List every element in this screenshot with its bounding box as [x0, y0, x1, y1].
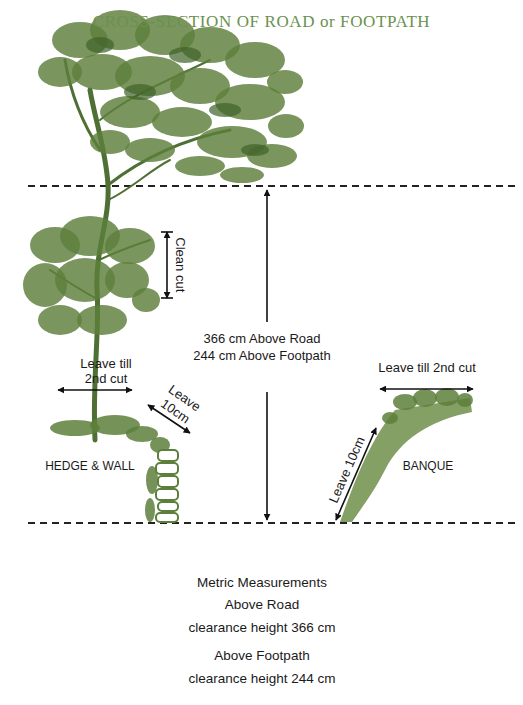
grass-tuft	[457, 393, 473, 407]
tree-canopy	[38, 10, 304, 183]
foliage-clump	[268, 114, 304, 138]
bank-mound	[340, 398, 472, 522]
dimension-label: 366 cm Above Road	[162, 331, 362, 347]
ground-line	[28, 522, 515, 524]
wall-stone	[158, 476, 178, 487]
dimension-label: 244 cm Above Footpath	[162, 348, 362, 364]
foliage-shade	[86, 37, 114, 53]
grass-tuft	[413, 389, 437, 407]
height-arrow	[266, 392, 268, 520]
dimension-cap	[161, 297, 173, 299]
foliage-clump	[38, 305, 82, 335]
note-line: clearance height 244 cm	[112, 671, 412, 687]
part-name: BANQUE	[388, 459, 468, 473]
cut-note: Leave till 2nd cut	[70, 356, 142, 387]
foliage-clump	[220, 167, 264, 183]
foliage-clump	[152, 107, 212, 137]
foliage-clump	[175, 156, 225, 176]
side-foliage	[23, 216, 160, 335]
cut-note: Leave 10cm	[153, 379, 207, 430]
wall-stone	[156, 513, 178, 522]
foliage-shade	[209, 103, 241, 117]
note-line: Above Road	[112, 597, 412, 613]
foliage-shade	[241, 144, 269, 156]
wall-stone	[158, 502, 178, 511]
note-line: clearance height 366 cm	[112, 620, 412, 636]
wall-stone	[156, 489, 178, 500]
height-arrow	[266, 190, 268, 322]
stone-wall	[156, 450, 178, 522]
wall-stone	[156, 463, 178, 474]
clean-cut-arrow	[166, 232, 168, 298]
grass-tuft	[435, 388, 459, 406]
cut-note: Clean cut	[172, 225, 188, 305]
foliage-clump	[90, 130, 130, 154]
wall-stone	[158, 450, 178, 461]
width-arrow	[380, 388, 473, 390]
foliage-clump	[125, 138, 175, 162]
foliage-clump	[132, 288, 160, 312]
width-arrow	[58, 389, 132, 391]
foliage-shade	[124, 84, 156, 100]
page-title: CROSS-SECTION OF ROAD or FOOTPATH	[0, 12, 523, 32]
foliage-clump	[100, 96, 160, 128]
clearance-line	[28, 185, 515, 187]
grass-tuft	[382, 412, 398, 424]
canopy-shade	[86, 37, 269, 156]
cut-note: Leave till 2nd cut	[367, 360, 487, 376]
note-line: Above Footpath	[112, 648, 412, 664]
ivy-clump	[145, 498, 155, 522]
part-name: HEDGE & WALL	[35, 459, 145, 473]
note-line: Metric Measurements	[112, 575, 412, 591]
foliage-clump	[105, 228, 155, 264]
dimension-cap	[161, 231, 173, 233]
foliage-clump	[77, 305, 127, 335]
foliage-shade	[169, 47, 201, 63]
branch	[108, 160, 170, 200]
bank-grass	[382, 388, 473, 424]
tree-trunk	[50, 60, 230, 440]
